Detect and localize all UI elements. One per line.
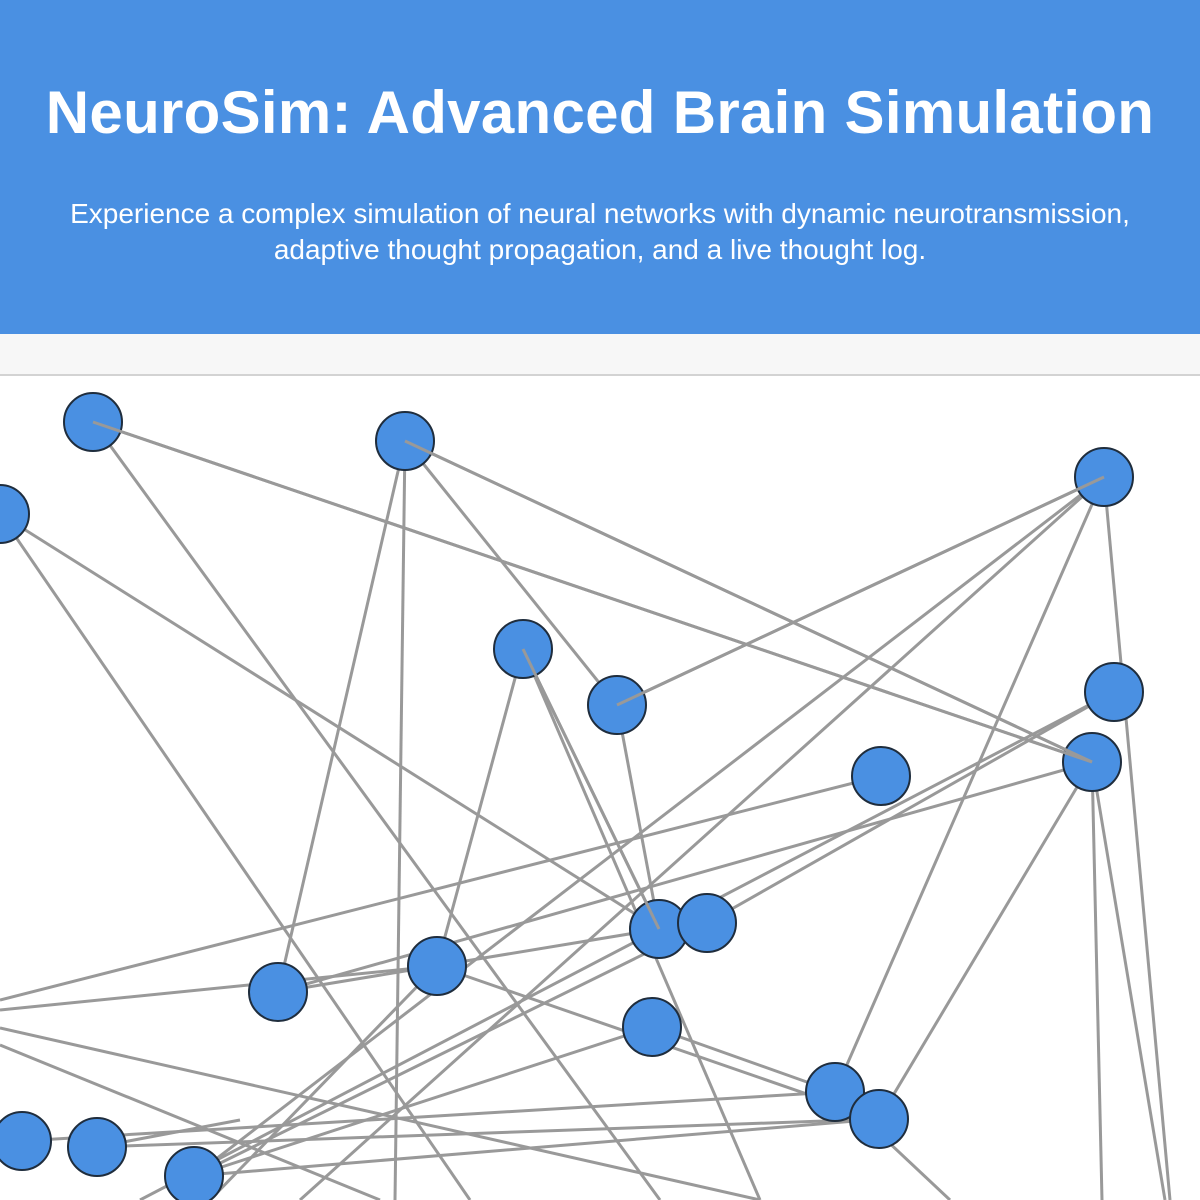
synapse-link <box>193 1025 653 1178</box>
synapse-link <box>0 774 882 1002</box>
synapse-link <box>0 513 472 1200</box>
synapse-link <box>1090 761 1167 1200</box>
synapse-link <box>651 1025 836 1094</box>
synapse-link <box>1090 761 1104 1200</box>
neuron-node[interactable] <box>622 997 682 1057</box>
neuron-node[interactable] <box>849 1089 909 1149</box>
synapse-link <box>0 512 660 931</box>
synapse-link <box>277 927 660 994</box>
neuron-node[interactable] <box>0 1111 52 1171</box>
synapse-link <box>521 648 661 930</box>
synapse-link <box>139 690 1115 1200</box>
neuron-node[interactable] <box>677 893 737 953</box>
synapse-link <box>276 440 407 993</box>
neuron-layer <box>0 392 1144 1200</box>
neuron-node[interactable] <box>1084 662 1144 722</box>
synapse-link <box>21 1090 836 1143</box>
neuron-node[interactable] <box>67 1117 127 1177</box>
neuron-node[interactable] <box>407 936 467 996</box>
synapse-link <box>193 921 708 1178</box>
synapse-link <box>706 690 1115 925</box>
synapse-link <box>92 420 1093 764</box>
neural-network-graph[interactable] <box>0 376 1200 1200</box>
app-header: NeuroSim: Advanced Brain Simulation Expe… <box>0 0 1200 334</box>
synapse-link <box>91 421 662 1200</box>
synapse-link <box>193 1117 880 1178</box>
synapse-link <box>0 964 438 1012</box>
neuron-node[interactable] <box>0 484 30 544</box>
neuron-node[interactable] <box>851 746 911 806</box>
simulation-canvas[interactable] <box>0 376 1200 1200</box>
neuron-node[interactable] <box>248 962 308 1022</box>
synapse-link <box>208 964 439 1200</box>
page-subtitle: Experience a complex simulation of neura… <box>70 198 1130 265</box>
synapse-link <box>193 475 1105 1178</box>
page-title: NeuroSim: Advanced Brain Simulation <box>45 79 1155 146</box>
synapse-link <box>393 440 407 1200</box>
synapse-link <box>615 704 661 930</box>
synapse-link <box>0 1043 381 1200</box>
synapse-link <box>403 440 619 706</box>
synapse-layer <box>0 420 1172 1200</box>
synapse-link <box>833 476 1106 1093</box>
control-bar <box>0 334 1200 376</box>
synapse-link <box>298 475 1106 1200</box>
synapse-link <box>404 439 1093 764</box>
synapse-link <box>877 761 1094 1120</box>
synapse-link <box>96 1117 880 1149</box>
neuron-node[interactable] <box>805 1062 865 1122</box>
synapse-link <box>1102 476 1172 1200</box>
neuron-node[interactable] <box>164 1146 224 1200</box>
synapse-link <box>435 648 525 967</box>
synapse-link <box>616 475 1105 707</box>
